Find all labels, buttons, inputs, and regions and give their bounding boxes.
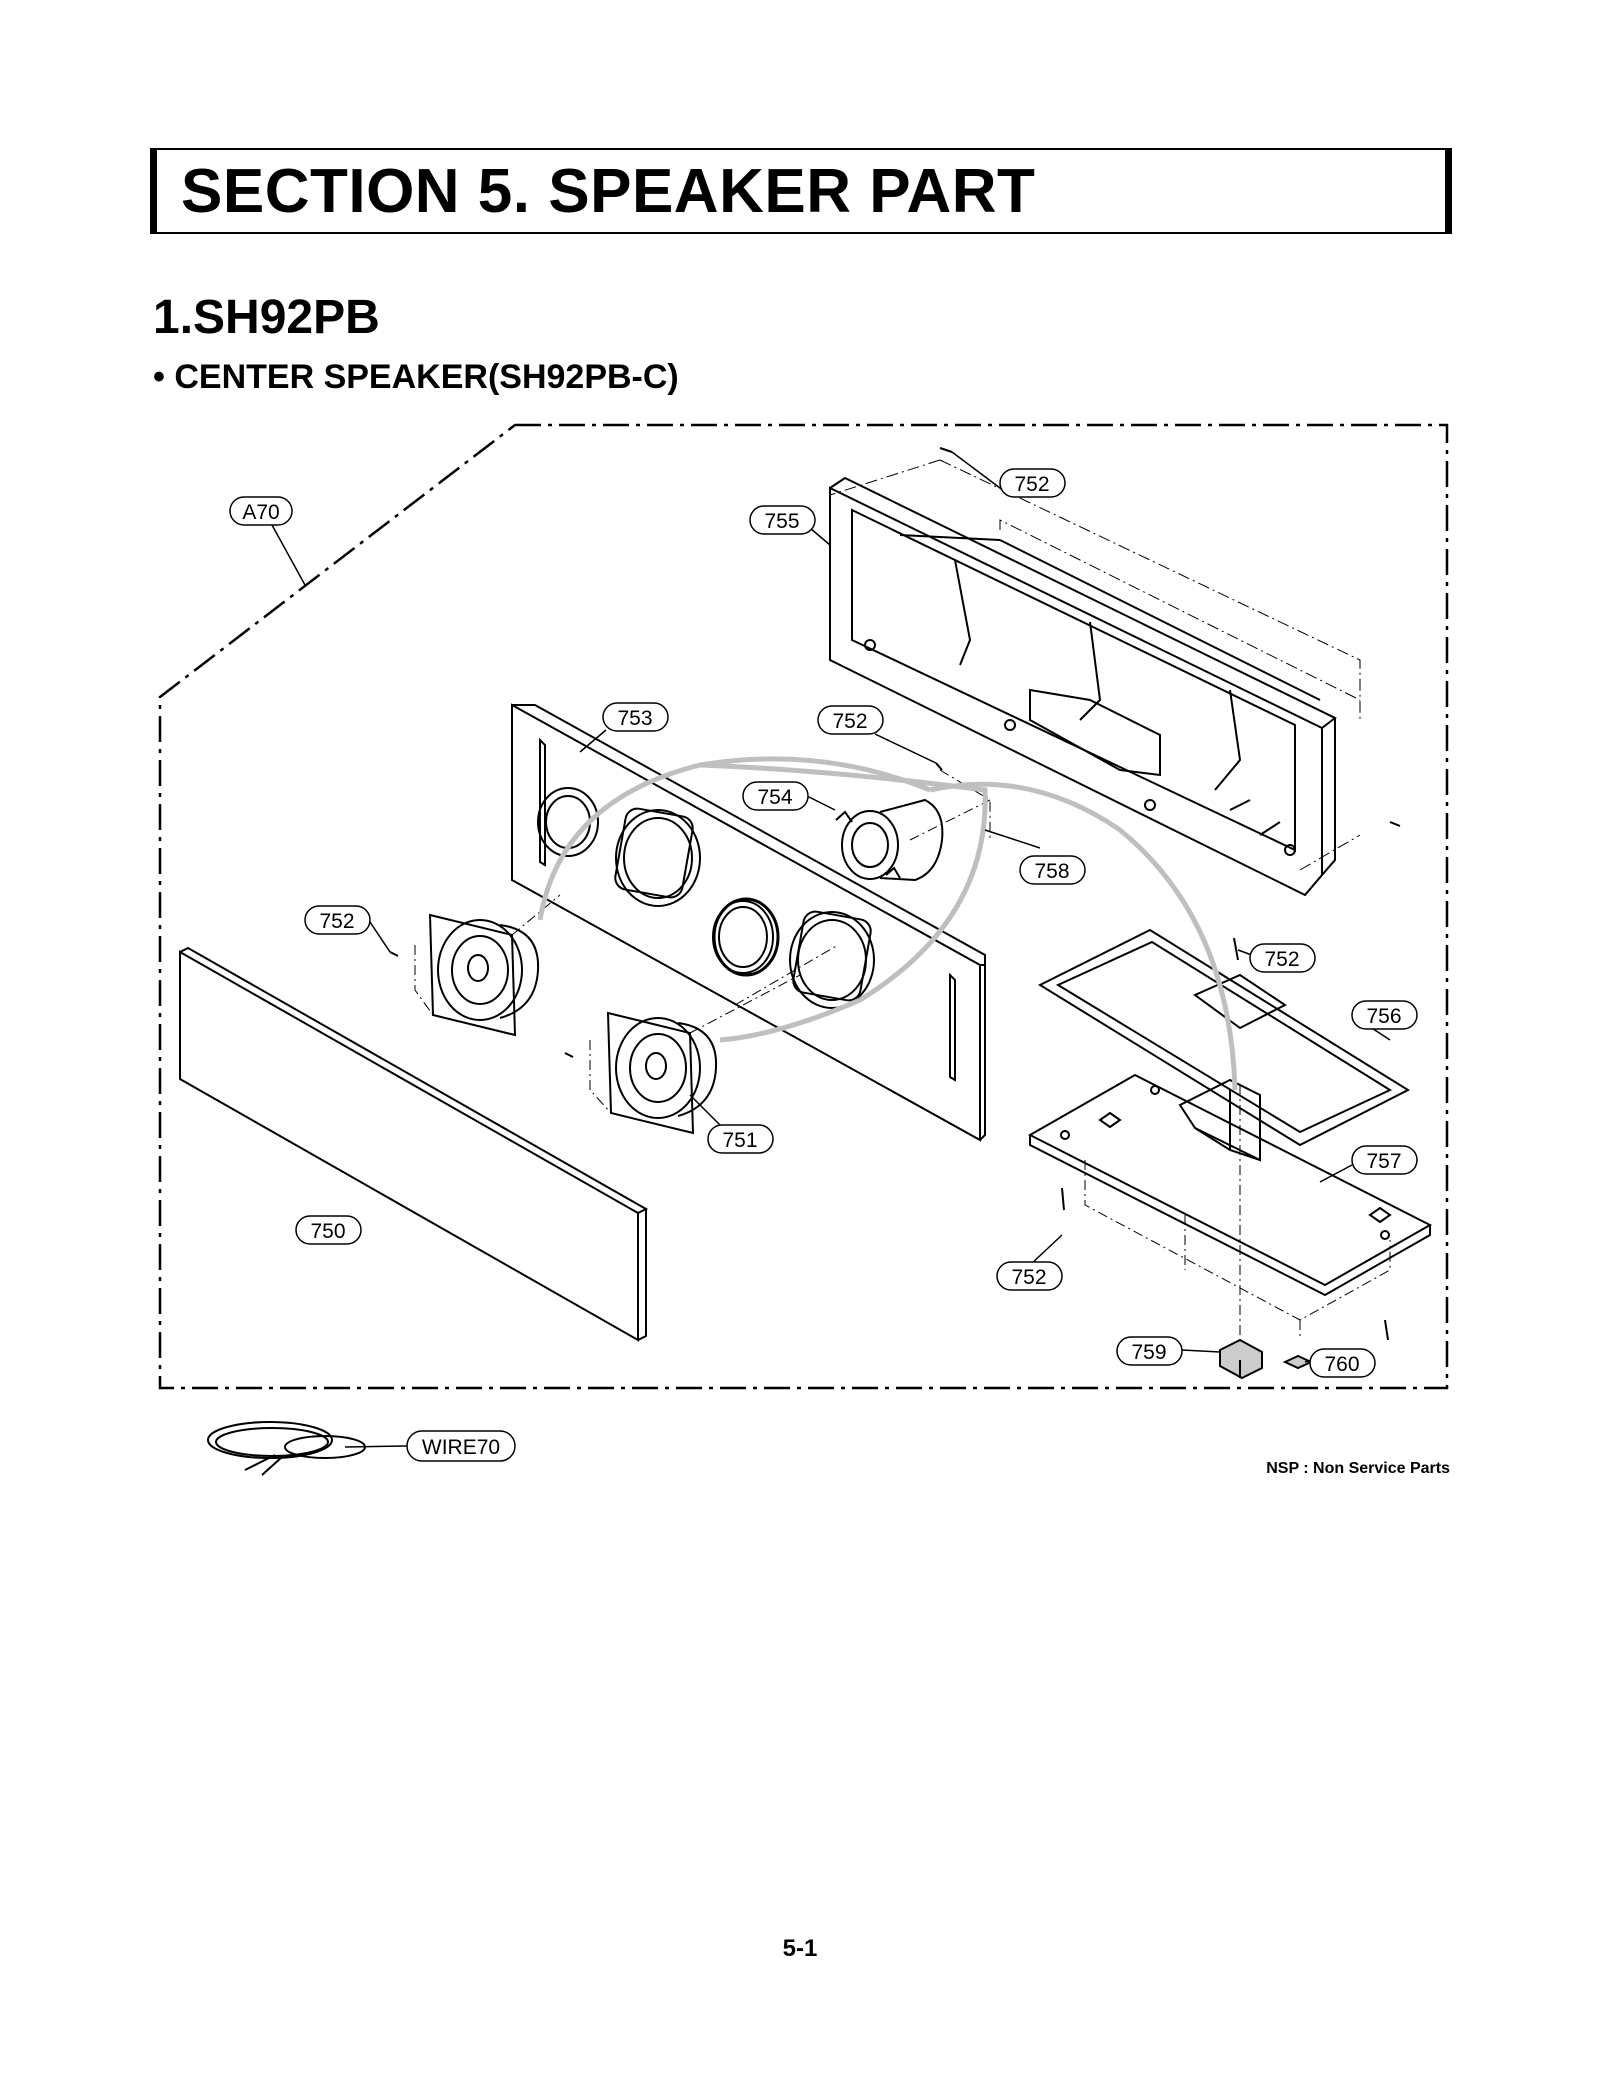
rear-cabinet-part bbox=[829, 476, 1337, 897]
bottom-base-part bbox=[1027, 1073, 1433, 1297]
baffle-panel-part bbox=[511, 703, 986, 1142]
svg-text:752: 752 bbox=[1264, 948, 1299, 971]
rear-cabinet-projection-lines bbox=[829, 459, 1361, 871]
svg-text:759: 759 bbox=[1131, 1341, 1166, 1364]
svg-text:760: 760 bbox=[1324, 1353, 1359, 1376]
svg-text:758: 758 bbox=[1034, 860, 1069, 883]
callout-752-bottom: 752 bbox=[996, 1261, 1063, 1291]
tweeter-part bbox=[835, 798, 944, 882]
woofer-bottom-part bbox=[606, 1011, 718, 1135]
wire-coil-part bbox=[207, 1421, 366, 1476]
callout-753: 753 bbox=[602, 702, 669, 732]
svg-text:752: 752 bbox=[832, 710, 867, 733]
svg-text:754: 754 bbox=[757, 786, 792, 809]
svg-text:750: 750 bbox=[310, 1220, 345, 1243]
front-grille-part bbox=[179, 946, 649, 1342]
svg-text:751: 751 bbox=[722, 1129, 757, 1152]
callout-760: 760 bbox=[1309, 1348, 1376, 1378]
section-title-box: SECTION 5. SPEAKER PART bbox=[150, 148, 1452, 234]
section-title: SECTION 5. SPEAKER PART bbox=[181, 157, 1036, 226]
wire-harness-part bbox=[537, 756, 1238, 1091]
model-title: 1.SH92PB bbox=[153, 291, 380, 344]
svg-text:755: 755 bbox=[764, 510, 799, 533]
callout-752-mid: 752 bbox=[817, 705, 884, 735]
page-number: 5-1 bbox=[782, 1935, 818, 1962]
callout-750: 750 bbox=[295, 1215, 362, 1245]
gasket-plate-part bbox=[1037, 928, 1411, 1147]
woofer-left-part bbox=[428, 913, 540, 1037]
callout-759: 759 bbox=[1116, 1336, 1183, 1366]
svg-text:756: 756 bbox=[1366, 1005, 1401, 1028]
base-projection-lines bbox=[1084, 1160, 1391, 1340]
callout-752-top: 752 bbox=[999, 468, 1066, 498]
ring-part bbox=[712, 897, 780, 977]
terminal-part bbox=[1219, 1338, 1263, 1380]
callout-752-left: 752 bbox=[304, 905, 371, 935]
svg-text:752: 752 bbox=[1014, 473, 1049, 496]
callout-wire70: WIRE70 bbox=[406, 1430, 516, 1462]
callout-756: 756 bbox=[1351, 1000, 1418, 1030]
callout-755: 755 bbox=[749, 505, 816, 535]
leader-lines bbox=[271, 451, 1391, 1448]
callout-a70: A70 bbox=[229, 496, 293, 526]
subsection-title: • CENTER SPEAKER(SH92PB-C) bbox=[153, 358, 679, 396]
speaker-projection-lines bbox=[414, 769, 1241, 1345]
nsp-note: NSP : Non Service Parts bbox=[1266, 1460, 1450, 1477]
svg-text:WIRE70: WIRE70 bbox=[422, 1436, 500, 1459]
callout-757: 757 bbox=[1351, 1145, 1418, 1175]
svg-text:757: 757 bbox=[1366, 1150, 1401, 1173]
svg-text:753: 753 bbox=[617, 707, 652, 730]
svg-text:752: 752 bbox=[1011, 1266, 1046, 1289]
svg-text:A70: A70 bbox=[242, 501, 279, 524]
callout-758: 758 bbox=[1019, 855, 1086, 885]
screws bbox=[389, 447, 1401, 1341]
callout-752-right: 752 bbox=[1249, 943, 1316, 973]
callout-754: 754 bbox=[742, 781, 809, 811]
svg-text:752: 752 bbox=[319, 910, 354, 933]
callout-751: 751 bbox=[707, 1124, 774, 1154]
